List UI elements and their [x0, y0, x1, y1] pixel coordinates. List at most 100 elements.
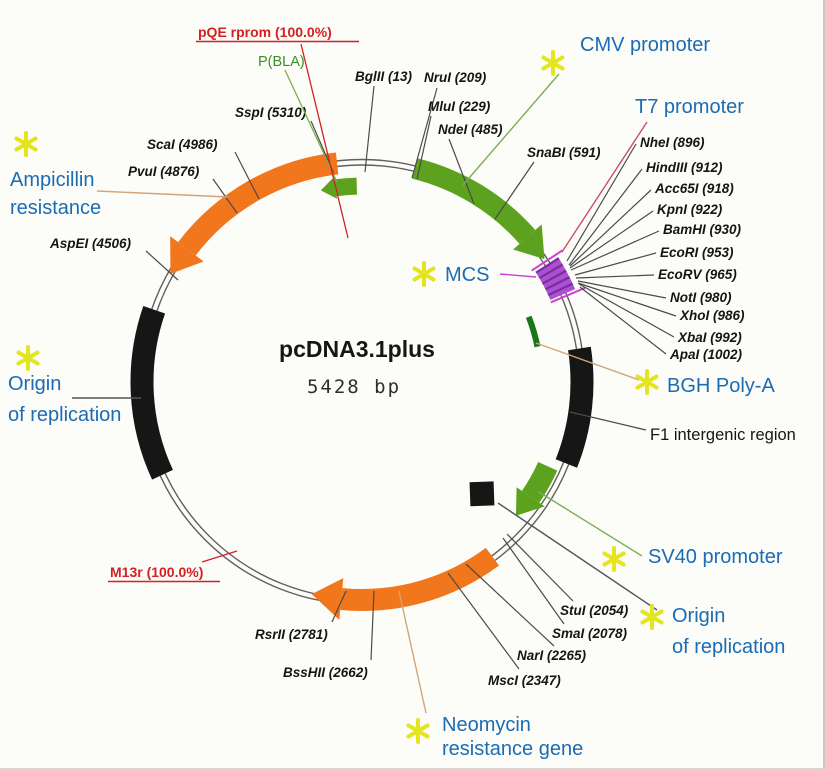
pbla-arrow-head: [320, 176, 338, 199]
site-leader-line: [569, 189, 652, 267]
site-leader-line: [575, 274, 655, 279]
site-leader-line: [465, 563, 555, 647]
restriction-site-label: XhoI (986): [679, 308, 745, 323]
ampicillin-arrow-head: [170, 236, 204, 274]
origin-left-label: Origin: [8, 373, 61, 395]
site-leader-line: [574, 252, 657, 276]
restriction-site-label: ApaI (1002): [669, 347, 743, 362]
ampicillin-label: Ampicillin: [10, 169, 94, 191]
origin-left-label: of replication: [8, 404, 121, 426]
site-leader-line: [506, 533, 574, 602]
pbla-label-leader: [284, 69, 338, 183]
cmv-promoter-label-asterisk: [541, 55, 565, 71]
neomycin-label: Neomycin: [442, 714, 531, 736]
origin-left-label-asterisk: [16, 350, 40, 366]
puc-origin-arc: [130, 305, 173, 480]
mcs-label: MCS: [445, 264, 489, 286]
sv40-promoter-arrow: [521, 461, 558, 503]
sv40-promoter-label: SV40 promoter: [648, 546, 783, 568]
restriction-site-label: NheI (896): [640, 135, 705, 150]
mcs-tick: [550, 286, 586, 304]
site-leader-line: [234, 151, 260, 200]
restriction-site-label: SmaI (2078): [552, 626, 628, 641]
restriction-site-label: KpnI (922): [657, 202, 723, 217]
restriction-site-label: SnaBI (591): [527, 145, 601, 160]
sv40-promoter-label-leader: [538, 491, 643, 557]
bgh-polya-arc: [525, 315, 541, 348]
mcs-label-asterisk: [412, 266, 436, 282]
restriction-site-label: AspEI (4506): [49, 236, 132, 251]
t7-promoter-label: T7 promoter: [635, 96, 744, 118]
ampicillin-label-asterisk: [14, 136, 38, 152]
restriction-site-label: XbaI (992): [677, 330, 742, 345]
restriction-site-label: MluI (229): [428, 99, 491, 114]
sv40-origin-diamond: [469, 481, 495, 507]
restriction-site-label: NotI (980): [670, 290, 732, 305]
ampicillin-arrow: [178, 152, 339, 256]
site-leader-line: [579, 286, 667, 355]
site-leader-line: [570, 230, 660, 271]
bgh-polya-label: BGH Poly-A: [667, 375, 775, 397]
restriction-site-label: BglII (13): [355, 69, 413, 84]
restriction-site-label: NruI (209): [424, 70, 487, 85]
neomycin-label: resistance gene: [442, 738, 583, 760]
t7-promoter-label-leader: [561, 121, 648, 253]
cmv-promoter-label-leader: [462, 73, 560, 186]
map-drawing-layer: BglII (13) NruI (209) MluI (229) NdeI (485)…: [8, 24, 796, 760]
origin-right-label: of replication: [672, 636, 785, 658]
site-leader-line: [494, 161, 535, 220]
restriction-site-label: Acc65I (918): [654, 181, 734, 196]
restriction-site-label: StuI (2054): [560, 603, 629, 618]
site-leader-line: [447, 572, 520, 670]
site-leader-line: [212, 178, 238, 214]
restriction-site-label: NdeI (485): [438, 122, 503, 137]
pbla-label: P(BLA): [258, 54, 305, 70]
mcs-box-hatch: [535, 257, 576, 301]
site-leader-line: [448, 138, 475, 205]
f1-region-arc: [555, 346, 594, 468]
m13r-label-leader: [201, 550, 238, 563]
mcs-label-leader: [499, 273, 537, 278]
f1-intergenic-label-leader: [569, 411, 647, 431]
restriction-site-label: MscI (2347): [488, 673, 561, 688]
mcs-tick: [531, 249, 564, 272]
plasmid-size: 5428 bp: [307, 376, 401, 398]
site-leader-line: [370, 590, 375, 661]
site-leader-line: [364, 85, 375, 173]
restriction-site-label: EcoRI (953): [660, 245, 734, 260]
site-leader-line: [331, 590, 347, 623]
restriction-site-label: EcoRV (965): [658, 267, 737, 282]
ampicillin-label-leader: [96, 190, 229, 198]
m13r-label: M13r (100.0%): [110, 564, 203, 580]
pqe-rprom-label: pQE rprom (100.0%): [198, 24, 332, 40]
restriction-site-label: BamHI (930): [663, 222, 742, 237]
site-leader-line: [411, 87, 438, 179]
restriction-site-label: BssHII (2662): [283, 665, 368, 680]
origin-right-label-leader: [497, 502, 658, 611]
sv40-promoter-label-asterisk: [602, 551, 626, 567]
neomycin-arrow-head: [311, 578, 344, 620]
neomycin-arrow: [340, 547, 499, 611]
site-leader-line: [502, 537, 565, 625]
site-leader-line: [416, 115, 432, 180]
cmv-promoter-label: CMV promoter: [580, 34, 710, 56]
cmv-promoter-arrow: [412, 158, 536, 244]
pbla-arrow: [334, 177, 358, 197]
site-leader-line: [569, 210, 654, 269]
site-leader-line: [578, 283, 675, 338]
site-leader-line: [577, 282, 677, 317]
pqe-rprom-label-leader: [300, 43, 349, 239]
restriction-site-label: HindIII (912): [646, 160, 723, 175]
sv40-promoter-arrow-head: [515, 487, 545, 516]
ampicillin-label: resistance: [10, 197, 101, 219]
site-leader-line: [568, 168, 643, 266]
neomycin-label-leader: [398, 590, 427, 714]
plasmid-name: pcDNA3.1plus: [279, 336, 435, 362]
restriction-site-label: ScaI (4986): [147, 137, 218, 152]
f1-intergenic-label: F1 intergenic region: [650, 426, 796, 444]
neomycin-label-asterisk: [406, 723, 430, 739]
restriction-site-label: SspI (5310): [235, 105, 307, 120]
bgh-polya-label-asterisk: [635, 374, 659, 390]
